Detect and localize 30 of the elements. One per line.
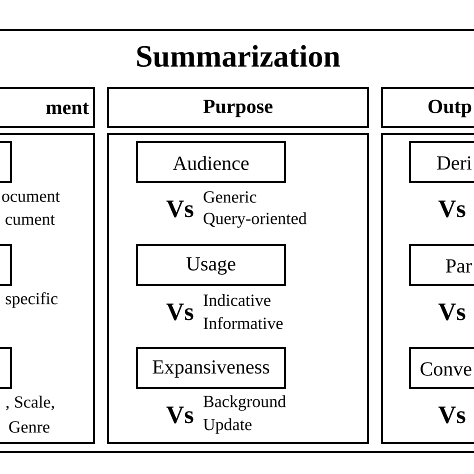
column-panel <box>381 133 474 444</box>
column-header-box: Outp <box>381 87 474 128</box>
category-box: Par <box>409 244 474 286</box>
option-label: Generic <box>204 191 256 203</box>
category-box <box>0 141 12 183</box>
option-label: cument <box>6 215 55 225</box>
option-label: Genre <box>9 421 50 433</box>
category-box: Deri <box>409 141 474 183</box>
category-box <box>0 244 12 286</box>
column-panel <box>107 133 369 444</box>
column-header-box: ment <box>0 87 95 128</box>
option-label: Indicative <box>204 294 270 306</box>
category-box: Expansiveness <box>136 347 286 389</box>
diagram-title: Summarization <box>137 45 340 67</box>
option-label: ocument <box>2 192 60 202</box>
category-box: Usage <box>136 244 286 286</box>
versus-label: Vs <box>166 200 194 218</box>
option-label: Informative <box>204 316 283 330</box>
category-box: Conve <box>409 347 474 389</box>
option-label: Update <box>203 418 252 434</box>
option-label: Query-oriented <box>204 212 307 228</box>
versus-label: Vs <box>438 304 466 320</box>
column-header-box: Purpose <box>107 87 369 128</box>
category-box: Audience <box>136 141 286 183</box>
versus-label: Vs <box>438 200 466 218</box>
category-box <box>0 347 12 389</box>
column-panel <box>0 133 95 444</box>
versus-label: Vs <box>166 304 194 320</box>
option-label: , Scale, <box>6 396 54 410</box>
option-label: specific <box>6 292 58 308</box>
